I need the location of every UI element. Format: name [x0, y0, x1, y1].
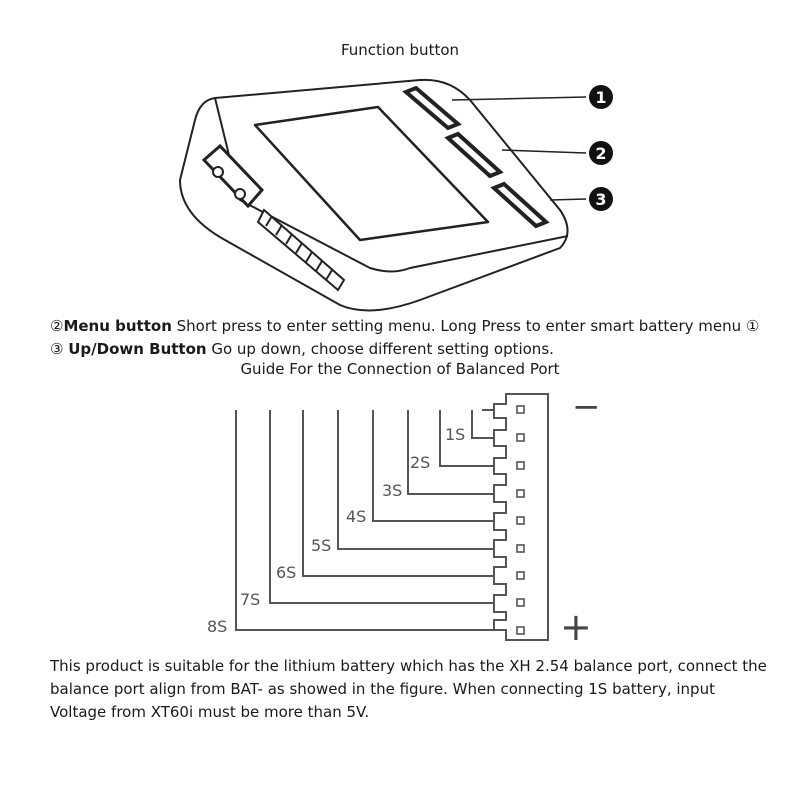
charger-top-edge: [214, 97, 569, 273]
callout-2: 2: [589, 141, 613, 165]
label-3s: 3S: [382, 481, 402, 500]
button-3-shape: [490, 181, 550, 229]
callout-2-label: 2: [595, 144, 606, 163]
label-6s: 6S: [276, 563, 296, 582]
label-5s: 5S: [311, 536, 331, 555]
positive-sign: +: [560, 605, 592, 649]
xt60-port: [201, 143, 265, 209]
callout-1: 1: [589, 85, 613, 109]
updown-button-description: ③ Up/Down Button Go up down, choose diff…: [50, 340, 554, 358]
label-4s: 4S: [346, 507, 366, 526]
label-7s: 7S: [240, 590, 260, 609]
callout-3-label: 3: [595, 190, 606, 209]
label-8s: 8S: [207, 617, 227, 636]
callout-1-label: 1: [595, 88, 606, 107]
updown-button-heading: Up/Down Button: [68, 340, 207, 358]
menu-button-heading: Menu button: [63, 317, 172, 335]
menu-number: ②: [50, 317, 64, 335]
updown-button-text: Go up down, choose different setting opt…: [206, 340, 554, 358]
balance-port-side: [256, 208, 346, 292]
label-1s: 1S: [445, 425, 465, 444]
menu-button-text: Short press to enter setting menu. Long …: [171, 317, 760, 335]
label-2s: 2S: [410, 453, 430, 472]
description-paragraph: This product is suitable for the lithium…: [50, 657, 767, 721]
callout-3: 3: [589, 187, 613, 211]
button-1-shape: [402, 85, 462, 131]
function-button-title: Function button: [340, 41, 460, 59]
button-2-shape: [444, 131, 504, 179]
menu-button-description: ②Menu button Short press to enter settin…: [50, 317, 759, 335]
updown-number: ③: [50, 340, 69, 358]
connector-pin-squares: [516, 405, 525, 635]
guide-title: Guide For the Connection of Balanced Por…: [240, 360, 560, 378]
wiring-lines: [235, 409, 494, 631]
negative-sign: −: [572, 387, 601, 427]
charger-screen: [253, 105, 490, 242]
